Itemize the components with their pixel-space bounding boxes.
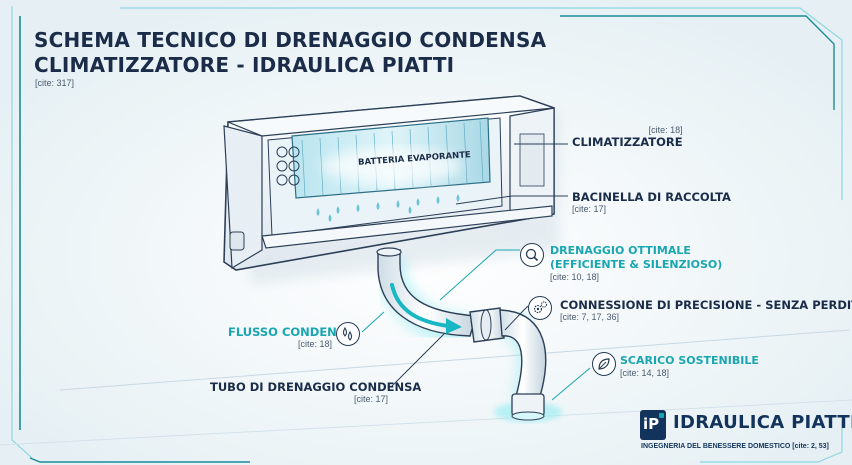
label-connessione-cite: [cite: 7, 17, 36] <box>560 312 620 322</box>
page-title-line1: SCHEMA TECNICO DI DRENAGGIO CONDENSA <box>34 28 547 52</box>
ac-indoor-unit <box>223 95 555 271</box>
leaf-icon <box>592 352 616 376</box>
page-title-line2: CLIMATIZZATORE - IDRAULICA PIATTI <box>34 53 455 77</box>
label-climatizzatore-title: CLIMATIZZATORE <box>572 135 683 149</box>
drain-pipe <box>373 247 562 422</box>
label-drenaggio: DRENAGGIO OTTIMALE (EFFICIENTE & SILENZI… <box>550 244 722 282</box>
label-scarico-title: SCARICO SOSTENIBILE <box>620 354 759 367</box>
label-scarico: SCARICO SOSTENIBILE [cite: 14, 18] <box>620 354 759 378</box>
label-tubo: TUBO DI DRENAGGIO CONDENSA [cite: 17] <box>210 380 422 404</box>
droplets-icon <box>336 322 360 346</box>
label-tubo-title: TUBO DI DRENAGGIO CONDENSA <box>210 380 422 394</box>
label-drenaggio-cite: [cite: 10, 18] <box>550 272 600 282</box>
label-flusso-title: FLUSSO CONDENSA <box>228 325 354 339</box>
magnifier-icon <box>520 243 544 267</box>
label-climatizzatore: [cite: 18] CLIMATIZZATORE <box>572 125 683 149</box>
logo-tagline: INGEGNERIA DEL BENESSERE DOMESTICO [cite… <box>641 443 829 450</box>
label-bacinella: BACINELLA DI RACCOLTA [cite: 17] <box>572 190 731 214</box>
label-flusso: FLUSSO CONDENSA [cite: 18] <box>228 325 354 349</box>
gears-icon <box>528 296 552 320</box>
label-bacinella-title: BACINELLA DI RACCOLTA <box>572 190 731 204</box>
label-tubo-cite: [cite: 17] <box>353 394 388 404</box>
title-citation: [cite: 317] <box>35 78 75 88</box>
logo-mark-text: iP <box>643 415 660 433</box>
label-drenaggio-line2: (EFFICIENTE & SILENZIOSO) <box>550 258 723 271</box>
label-drenaggio-line1: DRENAGGIO OTTIMALE <box>550 244 691 257</box>
page-title: SCHEMA TECNICO DI DRENAGGIO CONDENSA CLI… <box>34 28 546 78</box>
label-bacinella-cite: [cite: 17] <box>572 204 607 214</box>
label-connessione: CONNESSIONE DI PRECISIONE - SENZA PERDIT… <box>560 298 852 322</box>
logo-mark-icon: iP <box>640 410 666 440</box>
label-scarico-cite: [cite: 14, 18] <box>620 368 670 378</box>
logo-name: IDRAULICA PIATTI <box>673 412 852 433</box>
label-connessione-title: CONNESSIONE DI PRECISIONE - SENZA PERDIT… <box>560 298 852 312</box>
label-climatizzatore-cite: [cite: 18] <box>648 125 683 135</box>
label-flusso-cite: [cite: 18] <box>297 339 332 349</box>
